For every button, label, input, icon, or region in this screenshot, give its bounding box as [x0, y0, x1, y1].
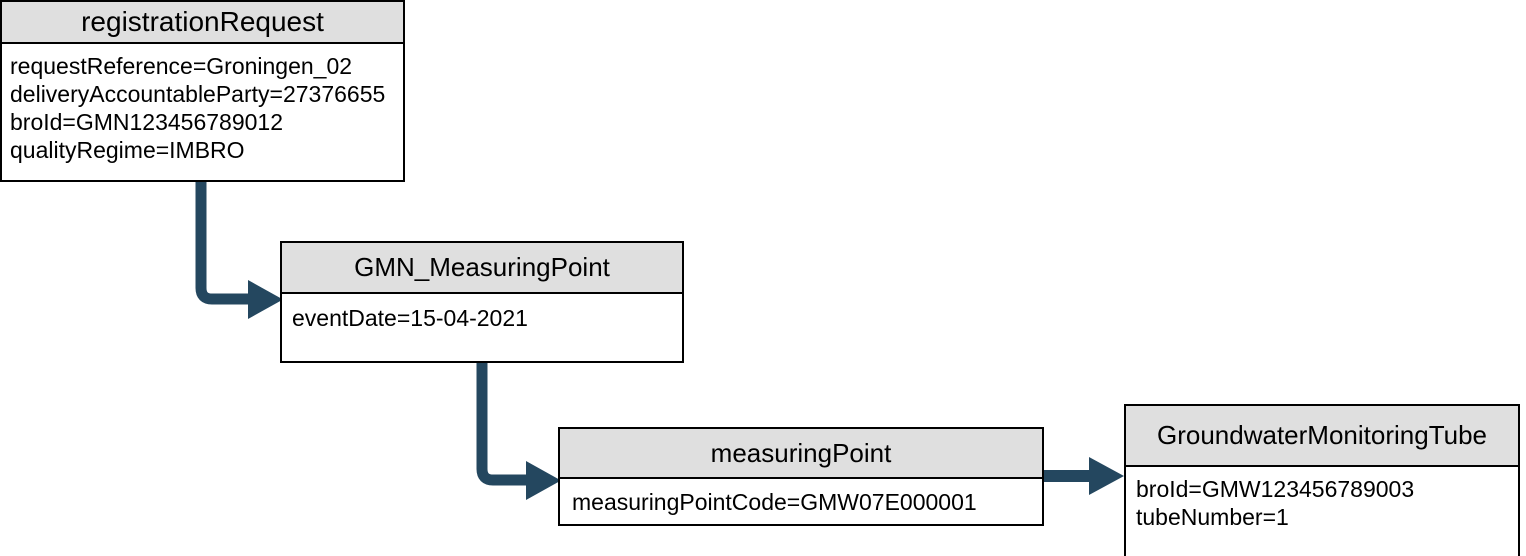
node-body-groundwater-monitoring-tube: broId=GMW123456789003 tubeNumber=1 — [1126, 467, 1518, 556]
node-measuring-point[interactable]: measuringPoint measuringPointCode=GMW07E… — [558, 427, 1044, 526]
node-groundwater-monitoring-tube[interactable]: GroundwaterMonitoringTube broId=GMW12345… — [1124, 404, 1520, 556]
attribute-row: broId=GMW123456789003 — [1136, 476, 1415, 502]
node-header-groundwater-monitoring-tube: GroundwaterMonitoringTube — [1126, 406, 1518, 467]
attribute-row: deliveryAccountableParty=27376655 — [10, 81, 386, 107]
connector-measuringpoint-to-tube — [1044, 457, 1124, 495]
attribute-row: broId=GMN123456789012 — [10, 109, 284, 135]
node-header-measuring-point: measuringPoint — [560, 429, 1042, 479]
connector-gmn-to-measuringpoint — [476, 363, 561, 500]
attribute-row: measuringPointCode=GMW07E000001 — [572, 489, 977, 515]
node-body-gmn-measuring-point: eventDate=15-04-2021 — [282, 294, 682, 361]
attribute-row: tubeNumber=1 — [1136, 504, 1289, 530]
attribute-row: eventDate=15-04-2021 — [292, 305, 528, 331]
node-body-registration-request: requestReference=Groningen_02 deliveryAc… — [2, 44, 403, 180]
node-gmn-measuring-point[interactable]: GMN_MeasuringPoint eventDate=15-04-2021 — [280, 241, 684, 363]
attribute-row: qualityRegime=IMBRO — [10, 137, 245, 163]
node-registration-request[interactable]: registrationRequest requestReference=Gro… — [0, 0, 405, 182]
attribute-row: requestReference=Groningen_02 — [10, 53, 353, 79]
node-body-measuring-point: measuringPointCode=GMW07E000001 — [560, 479, 1042, 524]
connector-registration-to-gmn — [195, 182, 283, 319]
node-header-registration-request: registrationRequest — [2, 2, 403, 44]
node-header-gmn-measuring-point: GMN_MeasuringPoint — [282, 243, 682, 294]
